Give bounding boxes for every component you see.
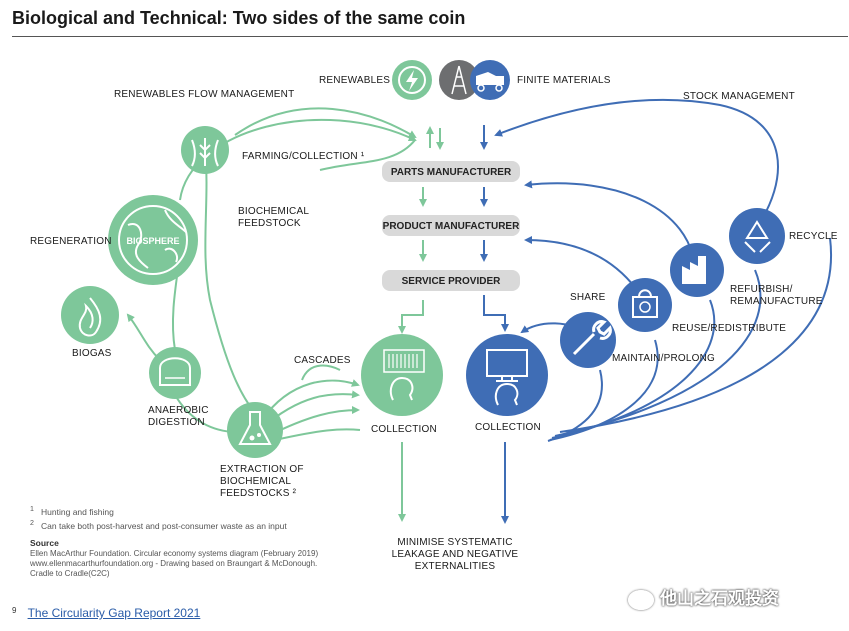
renewables-flow-label: RENEWABLES FLOW MANAGEMENT — [114, 89, 294, 100]
extraction-label-2: BIOCHEMICAL — [220, 476, 291, 487]
extraction-label-3: FEEDSTOCKS ² — [220, 488, 297, 499]
biogas-icon — [61, 286, 119, 344]
cascades-label: CASCADES — [294, 355, 351, 366]
recycle-label: RECYCLE — [789, 231, 838, 242]
regeneration-label: REGENERATION — [30, 236, 112, 247]
bio-collection-icon — [361, 334, 443, 416]
renewables-icon — [392, 60, 432, 100]
source-line-3: Cradle to Cradle(C2C) — [30, 569, 110, 578]
farming-label: FARMING/COLLECTION ¹ — [242, 151, 365, 162]
footer: 9 The Circularity Gap Report 2021 — [12, 606, 200, 620]
mining-truck-icon — [470, 60, 510, 100]
reuse-label: REUSE/REDISTRIBUTE — [672, 323, 786, 334]
renewables-label: RENEWABLES — [319, 75, 390, 86]
page-number: 9 — [12, 606, 17, 615]
wechat-logo-icon — [628, 589, 654, 610]
maintain-label: MAINTAIN/PROLONG — [612, 353, 715, 364]
recycle-icon — [729, 208, 785, 264]
wrench-icon — [560, 312, 616, 368]
page-title: Biological and Technical: Two sides of t… — [12, 8, 466, 28]
parts-manufacturer-box: PARTS MANUFACTURER — [382, 161, 520, 182]
watermark-text: 他山之石观投资 — [660, 589, 779, 608]
minimise-label-1: MINIMISE SYSTEMATIC — [397, 537, 512, 548]
minimise-label-2: LEAKAGE AND NEGATIVE — [392, 549, 519, 560]
title-divider — [12, 36, 848, 37]
product-manufacturer-box: PRODUCT MANUFACTURER — [382, 215, 520, 236]
refurbish-label-1: REFURBISH/ — [730, 284, 793, 295]
extraction-label-1: EXTRACTION OF — [220, 464, 304, 475]
source-line-2: www.ellenmacarthurfoundation.org - Drawi… — [30, 559, 318, 568]
report-link[interactable]: The Circularity Gap Report 2021 — [27, 606, 201, 620]
tech-collection-label: COLLECTION — [475, 422, 541, 433]
service-provider-label: SERVICE PROVIDER — [402, 276, 502, 287]
tech-collection-icon — [466, 334, 548, 416]
anaerobic-label-2: DIGESTION — [148, 417, 205, 428]
share-label: SHARE — [570, 292, 606, 303]
product-manufacturer-label: PRODUCT MANUFACTURER — [383, 221, 520, 232]
minimise-label-3: EXTERNALITIES — [415, 561, 496, 572]
farming-icon — [181, 126, 229, 174]
source-line-1: Ellen MacArthur Foundation. Circular eco… — [30, 549, 319, 558]
footnotes: 1 Hunting and fishing 2 Can take both po… — [30, 504, 287, 532]
stock-management-label: STOCK MANAGEMENT — [683, 91, 795, 102]
footnote-1-mark: 1 — [30, 505, 34, 513]
biogas-label: BIOGAS — [72, 348, 112, 359]
reuse-bag-icon — [618, 278, 672, 332]
source-heading: Source — [30, 538, 59, 548]
oil-rig-icon — [439, 60, 479, 100]
anaerobic-label-1: ANAEROBIC — [148, 405, 209, 416]
finite-materials-label: FINITE MATERIALS — [517, 75, 611, 86]
bio-collection-label: COLLECTION — [371, 424, 437, 435]
biochemical-feedstock-label-1: BIOCHEMICAL — [238, 206, 309, 217]
parts-manufacturer-label: PARTS MANUFACTURER — [391, 167, 512, 178]
source-block: Source Ellen MacArthur Foundation. Circu… — [30, 538, 318, 579]
footnote-2: Can take both post-harvest and post-cons… — [41, 520, 287, 531]
biosphere-label: BIOSPHERE — [126, 236, 179, 246]
extraction-flask-icon — [227, 402, 283, 458]
biochemical-feedstock-label-2: FEEDSTOCK — [238, 218, 301, 229]
service-provider-box: SERVICE PROVIDER — [382, 270, 520, 291]
biosphere-icon: BIOSPHERE — [108, 195, 198, 285]
anaerobic-digestion-icon — [149, 347, 201, 399]
footnote-2-mark: 2 — [30, 518, 34, 527]
factory-icon — [670, 243, 724, 297]
footnote-1: Hunting and fishing — [41, 506, 114, 517]
watermark: 他山之石观投资 — [628, 584, 779, 610]
refurbish-label-2: REMANUFACTURE — [730, 296, 823, 307]
